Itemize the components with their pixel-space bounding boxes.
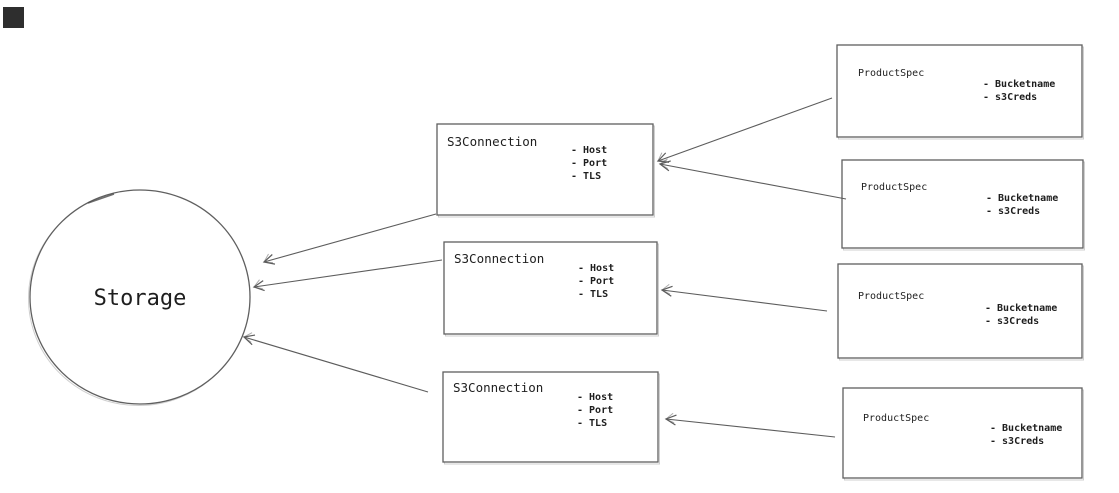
productspec-attr-bucketname: - Bucketname <box>985 303 1057 314</box>
productspec-attr-s3creds: - s3Creds <box>983 92 1037 103</box>
productspec-node-3[interactable]: ProductSpec - Bucketname - s3Creds <box>837 263 1084 361</box>
s3connection-attr-port: - Port <box>571 158 607 169</box>
storage-node[interactable]: Storage <box>28 189 251 406</box>
productspec-label: ProductSpec <box>858 68 924 79</box>
arrow-productspec3-to-s3connection2[interactable] <box>660 283 828 312</box>
s3connection-attr-port: - Port <box>578 276 614 287</box>
arrow-s3connection2-to-storage[interactable] <box>252 259 443 292</box>
arrow-s3connection3-to-storage[interactable] <box>242 332 429 393</box>
arrow-productspec1-to-s3connection1[interactable] <box>656 97 833 163</box>
s3connection-attr-tls: - TLS <box>577 418 607 429</box>
s3connection-attr-host: - Host <box>577 392 613 403</box>
productspec-attr-bucketname: - Bucketname <box>986 193 1058 204</box>
productspec-box[interactable] <box>841 159 1084 249</box>
s3connection-box[interactable] <box>442 371 659 463</box>
storage-circle[interactable] <box>29 189 251 405</box>
s3connection-attr-host: - Host <box>571 145 607 156</box>
s3connection-attr-tls: - TLS <box>578 289 608 300</box>
s3connection-node-3[interactable]: S3Connection - Host - Port - TLS <box>442 371 660 465</box>
productspec-attr-bucketname: - Bucketname <box>983 79 1055 90</box>
storage-label: Storage <box>94 286 187 311</box>
arrows <box>242 97 847 438</box>
productspec-attr-s3creds: - s3Creds <box>990 436 1044 447</box>
circle-stroke-overlap-mark <box>87 193 115 204</box>
productspec-box[interactable] <box>837 263 1083 359</box>
s3connection-attr-port: - Port <box>577 405 613 416</box>
s3connection-label: S3Connection <box>447 134 537 149</box>
productspec-node-2[interactable]: ProductSpec - Bucketname - s3Creds <box>841 159 1085 251</box>
productspec-label: ProductSpec <box>858 291 924 302</box>
arrow-productspec2-to-s3connection1[interactable] <box>658 158 847 200</box>
productspec-attr-bucketname: - Bucketname <box>990 423 1062 434</box>
arrow-s3connection1-to-storage[interactable] <box>262 213 437 265</box>
s3connection-label: S3Connection <box>454 251 544 266</box>
productspec-node-1[interactable]: ProductSpec - Bucketname - s3Creds <box>836 44 1084 140</box>
s3connection-label: S3Connection <box>453 380 543 395</box>
productspec-box[interactable] <box>836 44 1083 138</box>
s3connection-node-2[interactable]: S3Connection - Host - Port - TLS <box>443 241 659 337</box>
s3connection-node-1[interactable]: S3Connection - Host - Port - TLS <box>436 123 655 218</box>
productspec-box[interactable] <box>842 387 1083 479</box>
s3connection-attr-tls: - TLS <box>571 171 601 182</box>
productspec-attr-s3creds: - s3Creds <box>986 206 1040 217</box>
arrow-productspec4-to-s3connection3[interactable] <box>664 412 836 438</box>
corner-mark <box>3 7 24 28</box>
productspec-node-4[interactable]: ProductSpec - Bucketname - s3Creds <box>842 387 1084 481</box>
productspec-attr-s3creds: - s3Creds <box>985 316 1039 327</box>
s3connection-box[interactable] <box>436 123 654 216</box>
productspec-label: ProductSpec <box>863 413 929 424</box>
s3connection-box[interactable] <box>443 241 658 335</box>
productspec-label: ProductSpec <box>861 182 927 193</box>
s3connection-attr-host: - Host <box>578 263 614 274</box>
